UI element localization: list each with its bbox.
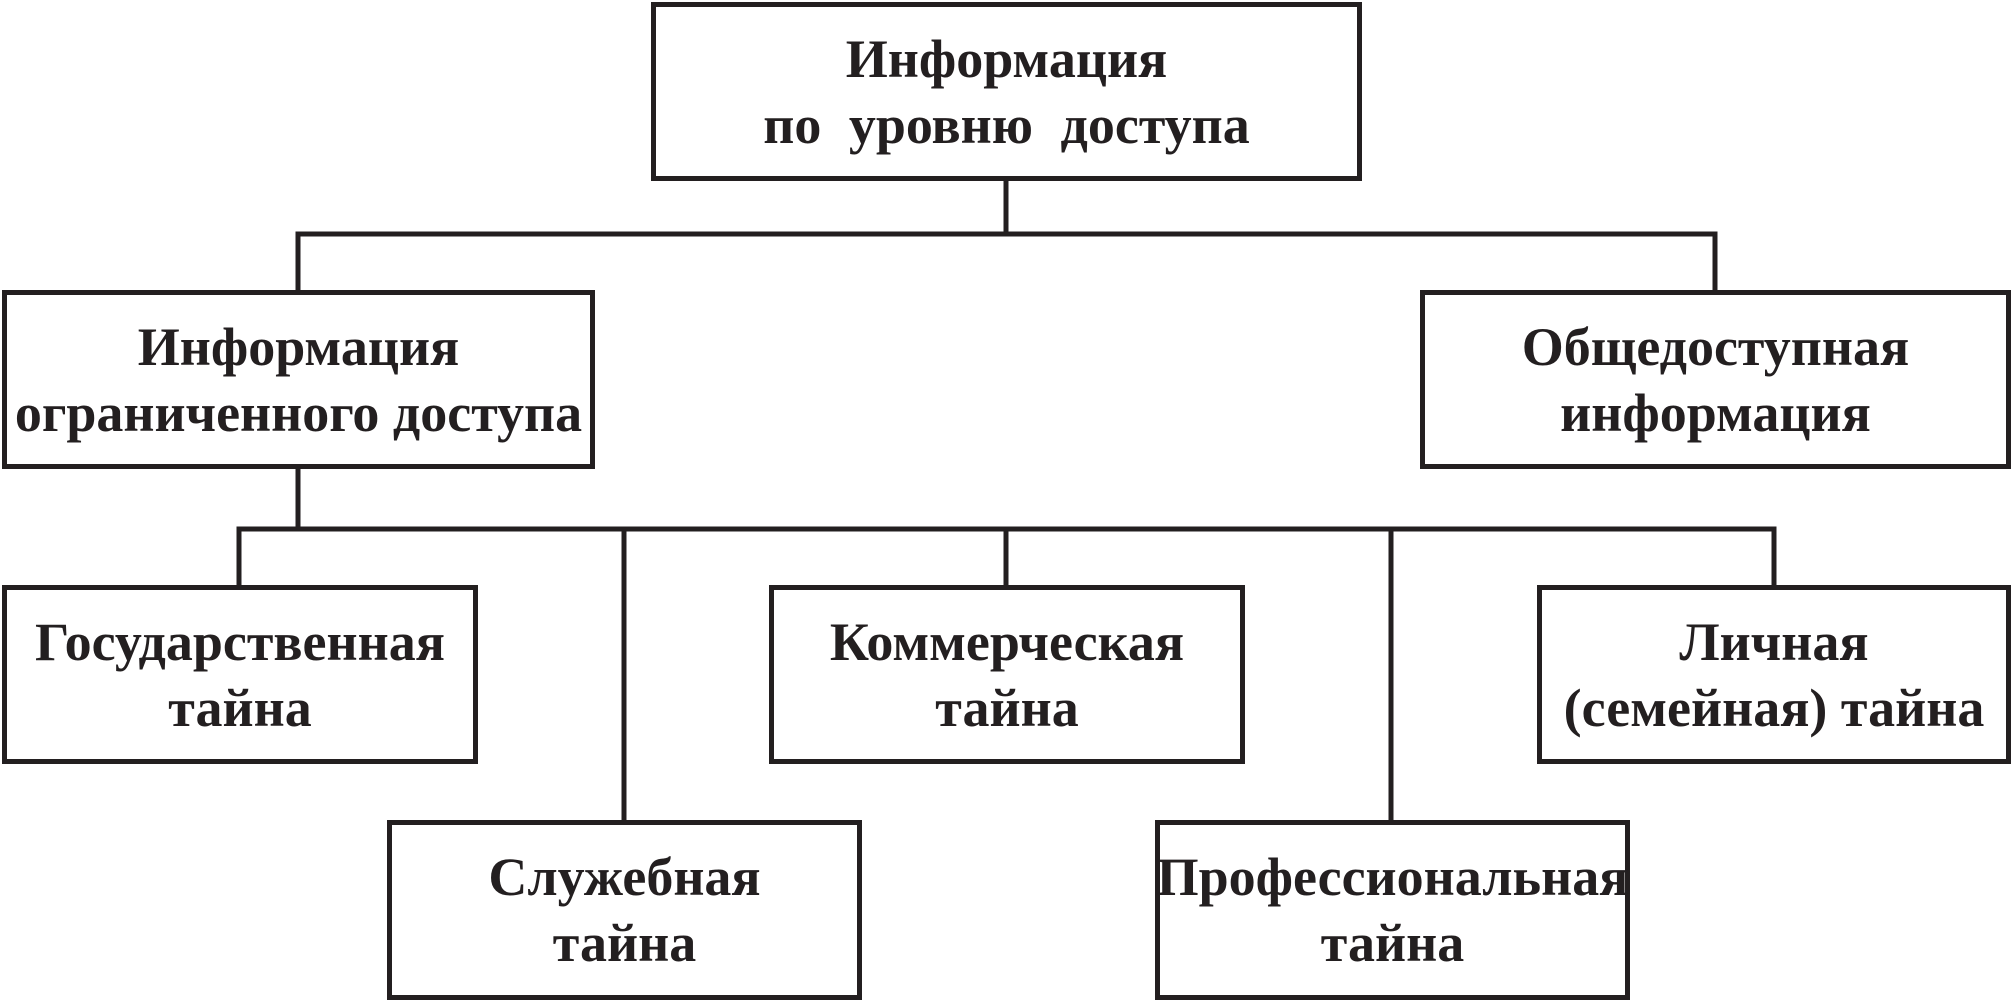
node-restricted-info: Информация ограниченного доступа [2, 290, 595, 469]
node-label-line: Профессиональная [1156, 847, 1629, 907]
node-label-line: ограниченного доступа [14, 382, 583, 443]
node-public-info: Общедоступная информация [1420, 290, 2011, 469]
node-state-secret: Государственная тайна [2, 585, 478, 764]
node-label-line: Личная [1679, 611, 1869, 672]
node-label-line: тайна [1320, 913, 1465, 973]
node-label-line: по уровню доступа [763, 94, 1250, 155]
node-label-line: Информация [845, 28, 1168, 89]
node-label-line: Государственная [35, 611, 445, 672]
node-label-line: Коммерческая [829, 611, 1185, 672]
node-label-line: тайна [552, 913, 697, 973]
node-personal-family-secret: Личная (семейная) тайна [1537, 585, 2011, 764]
node-service-secret: Служебная тайна [387, 820, 862, 1000]
node-label-line: Информация [137, 316, 460, 377]
node-label-line: Общедоступная [1521, 316, 1910, 377]
node-label-line: тайна [168, 677, 312, 738]
node-label-line: тайна [935, 677, 1079, 738]
node-label-line: информация [1560, 382, 1871, 443]
node-professional-secret: Профессиональная тайна [1155, 820, 1630, 1000]
node-label-line: Служебная [488, 847, 761, 907]
node-commercial-secret: Коммерческая тайна [769, 585, 1245, 764]
node-info-by-access-level: Информация по уровню доступа [651, 2, 1362, 181]
node-label-line: (семейная) тайна [1563, 677, 1985, 738]
